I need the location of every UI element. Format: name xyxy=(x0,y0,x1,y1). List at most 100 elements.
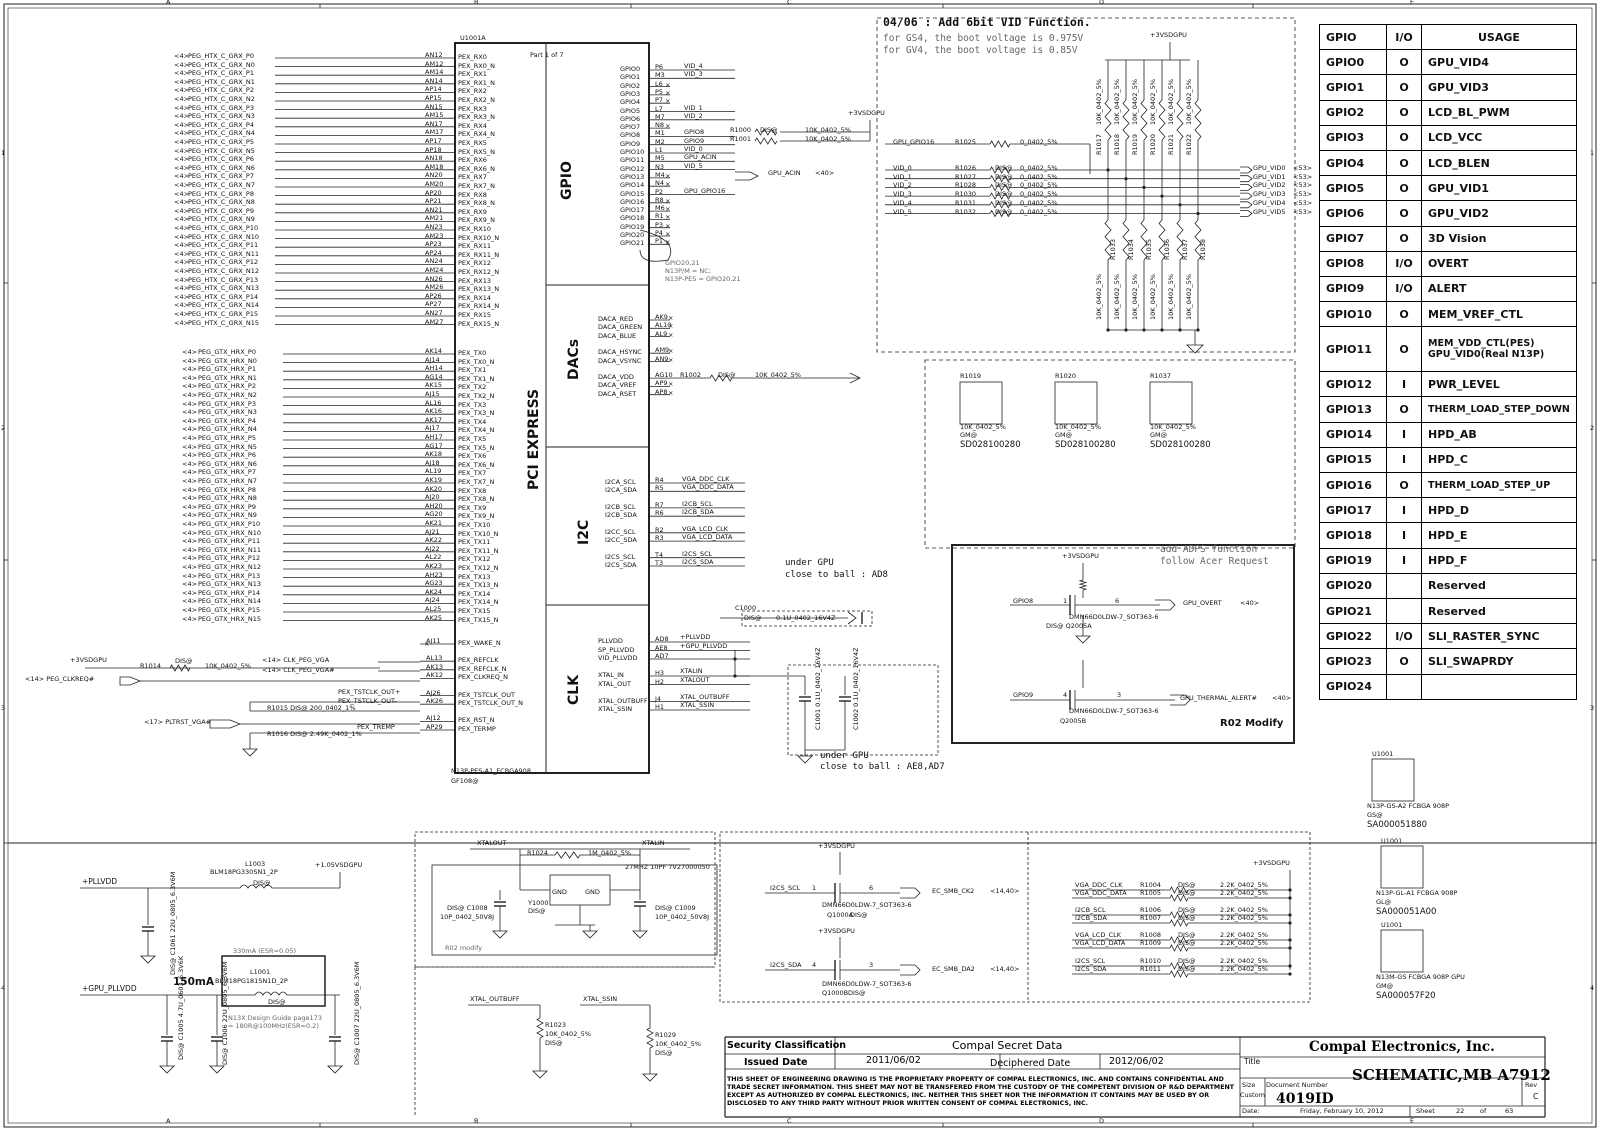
border-row-label: 2 xyxy=(1590,424,1595,432)
gpio-note: N13P/M = NC; xyxy=(665,267,712,275)
no-connect-mark: × xyxy=(668,380,674,389)
net-label: PEG_HTX_C_GRX_N3 xyxy=(188,112,255,121)
net-label: PEG_HTX_C_GRX_N6 xyxy=(188,163,255,172)
ball-label: AK12 xyxy=(426,671,443,680)
no-connect-mark: × xyxy=(665,213,671,222)
net-label: PEG_HTX_C_GRX_P1 xyxy=(188,69,254,78)
resistor-symbol xyxy=(1078,579,1088,591)
date-value: Friday, February 10, 2012 xyxy=(1300,1107,1384,1115)
net-label: PEG_HTX_C_GRX_N11 xyxy=(188,249,260,258)
resistor-symbol xyxy=(989,209,1011,218)
pin-label: PEX_TX9_N xyxy=(458,512,495,521)
pin-label: PEX_RX12_N xyxy=(458,268,500,276)
chip-section-label: PCI EXPRESS xyxy=(526,388,542,490)
pin-label: PEX_TX3 xyxy=(458,400,487,409)
vid-out-net: GPU_VID3 xyxy=(1253,190,1286,199)
net-label: VGA_LCD_DATA xyxy=(682,533,733,542)
ball-label: AK13 xyxy=(426,662,443,671)
ball-label: AK19 xyxy=(425,476,442,484)
pin-label: PEX_TX13 xyxy=(458,572,491,581)
net-label: XTALIN xyxy=(680,667,703,675)
gpio-note: GPIO20,21 xyxy=(665,259,700,267)
sheet-of: of xyxy=(1480,1107,1487,1115)
ball-label: AG10 xyxy=(655,371,673,380)
junction-dot xyxy=(1288,921,1292,925)
junction-dot xyxy=(1142,185,1146,189)
resistor-ref: R1025 xyxy=(955,138,977,146)
gpio-table-cell: GPIO21 xyxy=(1319,597,1387,625)
deciphered-date-value: 2012/06/02 xyxy=(1109,1056,1164,1067)
page-ref: <14,40> xyxy=(990,965,1020,973)
ball-label: AN9 xyxy=(655,354,669,363)
gpio-table-cell: GPIO20 xyxy=(1319,572,1387,599)
resistor-value: 10K_0402_5% xyxy=(1113,274,1121,320)
net-label: VGA_LCD_CLK xyxy=(1075,931,1122,939)
ball-label: AN14 xyxy=(425,76,443,85)
chip-section-label: CLK xyxy=(566,674,582,705)
off-page-connector xyxy=(735,171,759,181)
pin-label: PEX_RX13_N xyxy=(458,285,500,294)
ball-label: AL25 xyxy=(425,605,442,613)
page-ref: <4> xyxy=(174,318,190,327)
ball-label: AG20 xyxy=(425,510,443,519)
gpio-table-cell: MEM_VREF_CTL xyxy=(1421,301,1577,328)
ball-label: N4 xyxy=(655,179,664,188)
junction-dot xyxy=(1106,168,1110,172)
adps-note: follow Acer Request xyxy=(1160,556,1269,567)
net-label: VGA_DDC_DATA xyxy=(682,483,734,492)
net-label: VGA_DDC_DATA xyxy=(1075,889,1127,897)
net-label: XTAL_SSIN xyxy=(583,995,618,1003)
ball-label: AK15 xyxy=(425,381,442,390)
ball-label: M7 xyxy=(655,112,665,121)
resistor-ref: R1029 xyxy=(655,1031,677,1039)
net-label: PEG_HTX_C_GRX_P12 xyxy=(188,258,259,267)
gpio-table-cell: HPD_D xyxy=(1421,497,1577,524)
ball-label: AE8 xyxy=(655,643,668,652)
page-ref: <4> xyxy=(174,224,190,232)
resistor-ref: R1009 xyxy=(1140,939,1162,947)
ball-label: AP8 xyxy=(655,387,668,396)
capacitor-ref: C1000 xyxy=(735,604,757,612)
gpio-pin-label: GPIO18 xyxy=(620,214,645,223)
page-ref: <4> xyxy=(174,172,190,181)
power-net: +3VSDGPU xyxy=(1253,859,1290,867)
clk-pin-label: XTAL_SSIN xyxy=(598,705,633,713)
ball-label: AH23 xyxy=(425,570,443,579)
vid-net: VID_4 xyxy=(893,198,912,207)
ball-label: AN18 xyxy=(425,154,443,163)
ball-label: AP17 xyxy=(425,137,442,145)
ball-label: AK20 xyxy=(425,484,442,493)
net-label: <17> PLTRST_VGA# xyxy=(144,718,212,726)
pin-label: PEX_RX9 xyxy=(458,207,487,216)
no-connect-mark: × xyxy=(668,322,674,331)
resistor-value: 0_0402_5% xyxy=(1020,198,1058,207)
resistor-ref: R1027 xyxy=(955,172,977,181)
ball-label: AN20 xyxy=(425,171,443,180)
resistor-symbol xyxy=(1176,219,1184,261)
ball-label: AK21 xyxy=(425,519,442,527)
net-label: VID_4 xyxy=(684,62,703,70)
no-connect-mark: × xyxy=(668,388,674,397)
gpio-table-cell xyxy=(1386,673,1422,700)
pin-label: PEX_TX4_N xyxy=(458,426,495,435)
gpio-table-cell: O xyxy=(1386,225,1422,252)
net-label: PEG_GTX_HRX_P9 xyxy=(198,502,256,511)
vid-net: VID_3 xyxy=(893,190,912,199)
pin-label: PEX_TX2 xyxy=(458,383,487,392)
net-label: GPU_GPIO16 xyxy=(893,138,935,146)
dis-tag: DIS@ xyxy=(1178,939,1196,947)
bom-code: SA000051880 xyxy=(1367,820,1428,830)
net-label: PEG_HTX_C_GRX_N8 xyxy=(188,198,255,207)
pin-label: PEX_RX6 xyxy=(458,156,487,165)
gpio-table-header-cell: GPIO xyxy=(1319,23,1387,51)
gpio-pin-label: GPIO2 xyxy=(620,81,641,90)
ball-label: N3 xyxy=(655,162,664,171)
ball-label: AN21 xyxy=(425,205,443,214)
pin-label: PEX_RX3 xyxy=(458,104,487,113)
net-label: PEG_HTX_C_GRX_P4 xyxy=(188,120,254,129)
bom-option: GL@ xyxy=(1376,898,1392,906)
ball-label: AP21 xyxy=(425,197,442,206)
page-ref: <4> xyxy=(174,95,190,103)
gpio-table-cell: GPU_VID2 xyxy=(1421,200,1577,227)
